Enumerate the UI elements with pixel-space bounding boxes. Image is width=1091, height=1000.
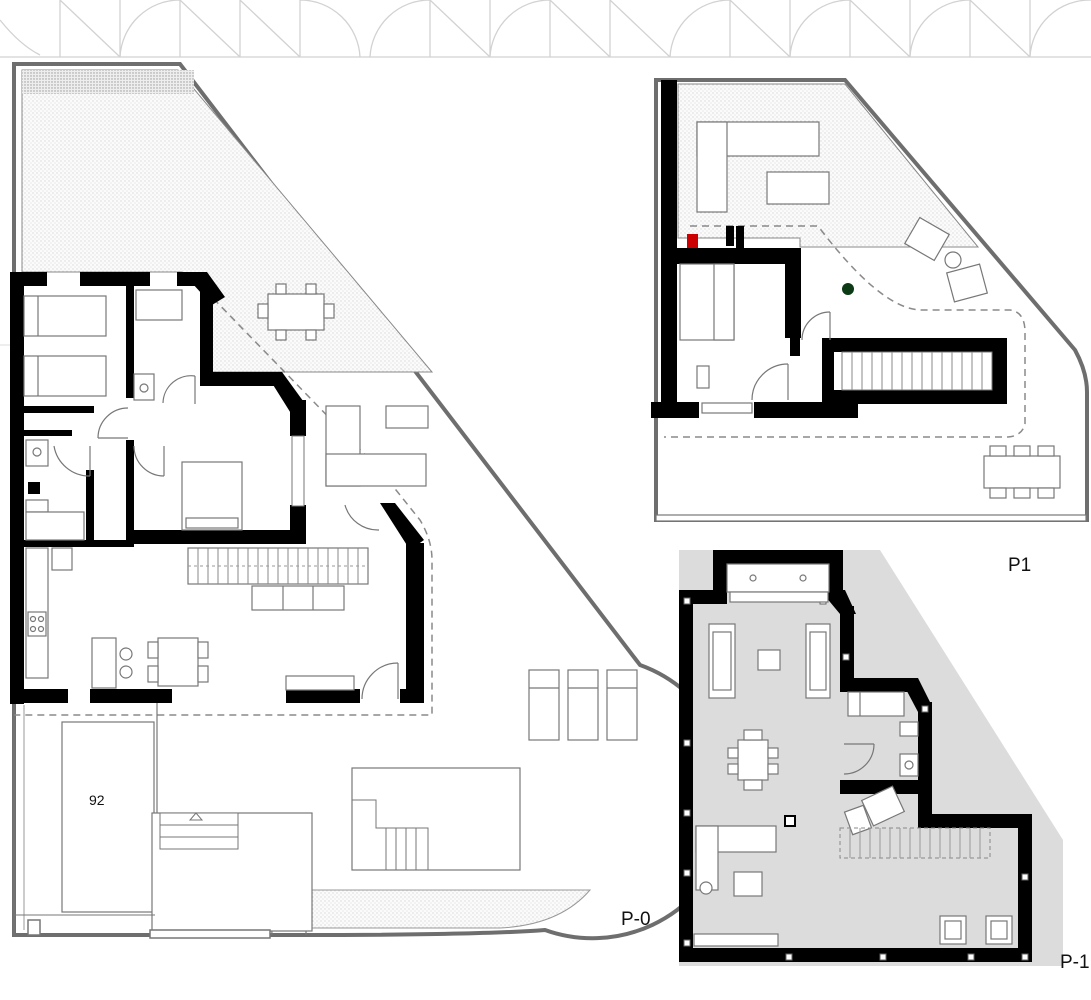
basement-column-box — [784, 815, 796, 827]
basement-furniture — [693, 563, 1013, 947]
upper-door-arcs — [751, 311, 831, 401]
ground-floor-plan — [10, 62, 736, 941]
ground-swimming-pool — [351, 767, 521, 871]
basement-stairs-icon — [839, 827, 991, 859]
upper-floor-walls — [651, 80, 1007, 418]
ground-bedroom-twin-beds — [23, 295, 107, 397]
upper-stairs-icon — [841, 351, 993, 391]
ground-living-sofa — [325, 405, 429, 487]
ground-kitchen-dining — [25, 547, 355, 691]
upper-bedroom-furniture — [679, 263, 753, 414]
basement-door-arcs — [843, 743, 875, 775]
ground-terrace-dining — [257, 283, 335, 341]
upper-floor-plan — [651, 78, 1089, 522]
ground-bedroom-double-bed — [181, 461, 243, 531]
floor-label-upper: P1 — [1008, 555, 1031, 576]
upper-terrace-furniture — [696, 121, 1061, 499]
ground-bathroom2-fixtures — [25, 439, 85, 541]
ground-bathroom-fixtures — [133, 289, 183, 401]
ground-floor-walls — [10, 272, 424, 704]
ground-sun-loungers — [528, 669, 638, 741]
floor-label-ground: P-0 — [621, 909, 651, 930]
upper-column-dot — [842, 283, 854, 295]
ground-stairs-icon — [187, 547, 369, 585]
decorative-frieze — [0, 0, 1091, 58]
basement-floor-plan — [679, 550, 1063, 966]
basement-walls — [679, 550, 1032, 962]
parking-number-label: 92 — [89, 792, 105, 808]
floor-label-basement: P-1 — [1060, 952, 1090, 973]
ground-parking — [13, 703, 313, 939]
